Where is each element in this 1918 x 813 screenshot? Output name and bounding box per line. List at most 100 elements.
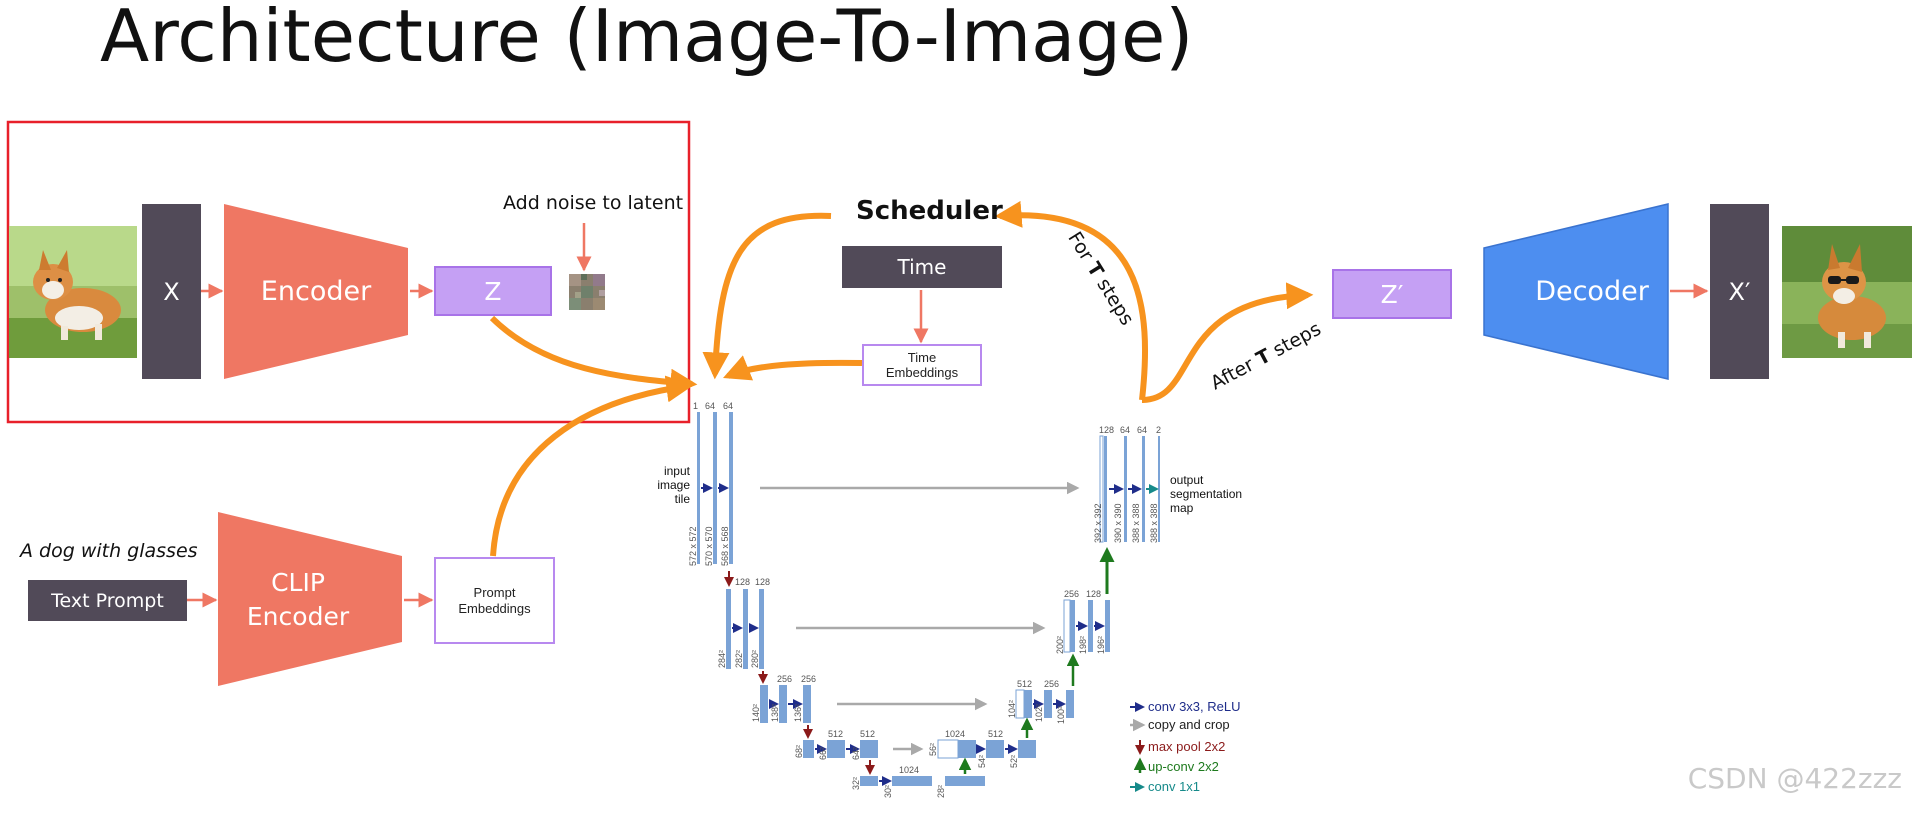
unet-bar [1105,600,1110,652]
unet-size-label: 570 x 570 [704,526,714,566]
decoder-label-wrap: Decoder [1500,270,1684,312]
unet-size-label: 54² [977,754,987,768]
unet-channel-label: 128 [735,577,751,587]
unet-bar [1066,690,1074,718]
output-photo [1782,226,1912,358]
arrow-unet-to-zprime [1141,282,1314,403]
unet-size-label: 280² [750,649,760,668]
unet-channel-label: 64 [1137,425,1148,435]
x-label: X [163,277,180,306]
unet-bar [697,412,700,564]
unet-size-label: 102² [1034,703,1044,722]
unet-bar [986,740,1004,758]
x-box: X [142,204,201,379]
unet-output-line2: segmentation [1170,487,1243,501]
unet-size-label: 100² [1056,705,1066,724]
unet-channel-label: 64 [705,401,716,411]
legend-item-max-pool: max pool 2x2 [1148,739,1226,754]
unet-diagram [697,412,1160,792]
decoder-block [1483,203,1669,380]
unet-input-line3: tile [674,492,690,506]
page-title: Architecture (Image-To-Image) [100,0,1194,78]
unet-size-label: 30² [883,784,893,798]
unet-input-label: input image tile [652,464,690,506]
unet-channel-label: 64 [723,401,734,411]
unet-input-line1: input [663,464,690,478]
unet-size-label: 52² [1009,754,1019,768]
unet-legend: conv 3x3, ReLU copy and crop max pool 2x… [1148,699,1241,795]
unet-channel-label: 512 [1017,679,1033,689]
z-label: Z [484,276,502,306]
unet-channel-label: 512 [988,729,1004,739]
z-prime-label: Z′ [1380,279,1404,309]
unet-channel-label: 1024 [945,729,966,739]
x-prime-label: X′ [1728,277,1751,306]
unet-output-label: output segmentation map [1170,473,1242,515]
unet-bar [1044,690,1052,718]
legend-item-up-conv: up-conv 2x2 [1148,759,1219,774]
decoder-label: Decoder [1535,275,1649,307]
unet-size-label: 568 x 568 [720,526,730,566]
arrow-unet-to-scheduler [994,200,1148,401]
unet-size-label: 392 x 392 [1093,503,1103,543]
unet-input-line2: image [657,478,690,492]
unet-bar [1088,600,1093,652]
unet-size-label: 66² [818,746,828,760]
unet-output-line1: output [1170,473,1204,487]
corgi-image-icon [9,226,137,358]
encoder-label-wrap: Encoder [224,270,408,312]
unet-size-label: 56² [928,742,938,756]
legend-item-conv: conv 3x3, ReLU [1148,699,1241,714]
time-label: Time [897,255,947,279]
unet-bar [860,740,878,758]
unet-size-label: 136² [793,703,803,722]
time-embeddings-label: Time Embeddings [885,350,959,380]
unet-bar [1158,436,1160,542]
corgi-glasses-image-icon [1782,226,1912,358]
arrow-scheduler-to-unet [702,212,832,380]
arrow-z-to-unet [489,315,698,396]
unet-bar [759,589,764,669]
unet-size-label: 32² [851,776,861,790]
unet-bar [1024,690,1032,718]
z-box: Z [434,266,552,316]
unet-bar [1070,600,1075,652]
legend-item-conv1x1: conv 1x1 [1148,779,1201,794]
unet-channel-label: 1024 [899,765,920,775]
unet-channel-label: 512 [860,729,876,739]
unet-channel-label: 2 [1156,425,1162,435]
unet-bar [958,740,976,758]
unet-bar [743,589,748,669]
arrow-prompt-to-unet [490,375,694,557]
unet-channel-label: 256 [1064,589,1080,599]
unet-bar [1018,740,1036,758]
unet-channel-label: 512 [828,729,844,739]
text-prompt-box: Text Prompt [28,580,187,621]
z-prime-box: Z′ [1332,269,1452,319]
time-embeddings-box: Time Embeddings [862,344,982,386]
legend-item-copy-crop: copy and crop [1148,717,1230,732]
unet-size-label: 28² [936,784,946,798]
encoder-block [224,204,408,379]
unet-size-label: 64² [851,746,861,760]
time-box: Time [842,246,1002,288]
unet-bar [729,412,733,564]
unet-size-label: 138² [770,703,780,722]
unet-bar [1142,436,1145,542]
unet-channel-label: 256 [1044,679,1060,689]
unet-channel-label: 64 [1120,425,1131,435]
encoder-label: Encoder [260,275,372,307]
highlight-frame [6,120,691,424]
unet-bar [713,412,717,564]
unet-size-label: 104² [1007,699,1017,718]
unet-size-label: 572 x 572 [688,526,698,566]
unet-bar [1015,689,1025,719]
unet-bar [803,740,814,758]
unet-channel-label: 128 [1086,589,1102,599]
arrow-time-emb-to-unet [722,355,863,381]
clip-label-line1: CLIP [271,568,325,597]
scheduler-label: Scheduler [856,196,1003,226]
unet-bar [892,776,932,786]
unet-bar [760,685,768,723]
